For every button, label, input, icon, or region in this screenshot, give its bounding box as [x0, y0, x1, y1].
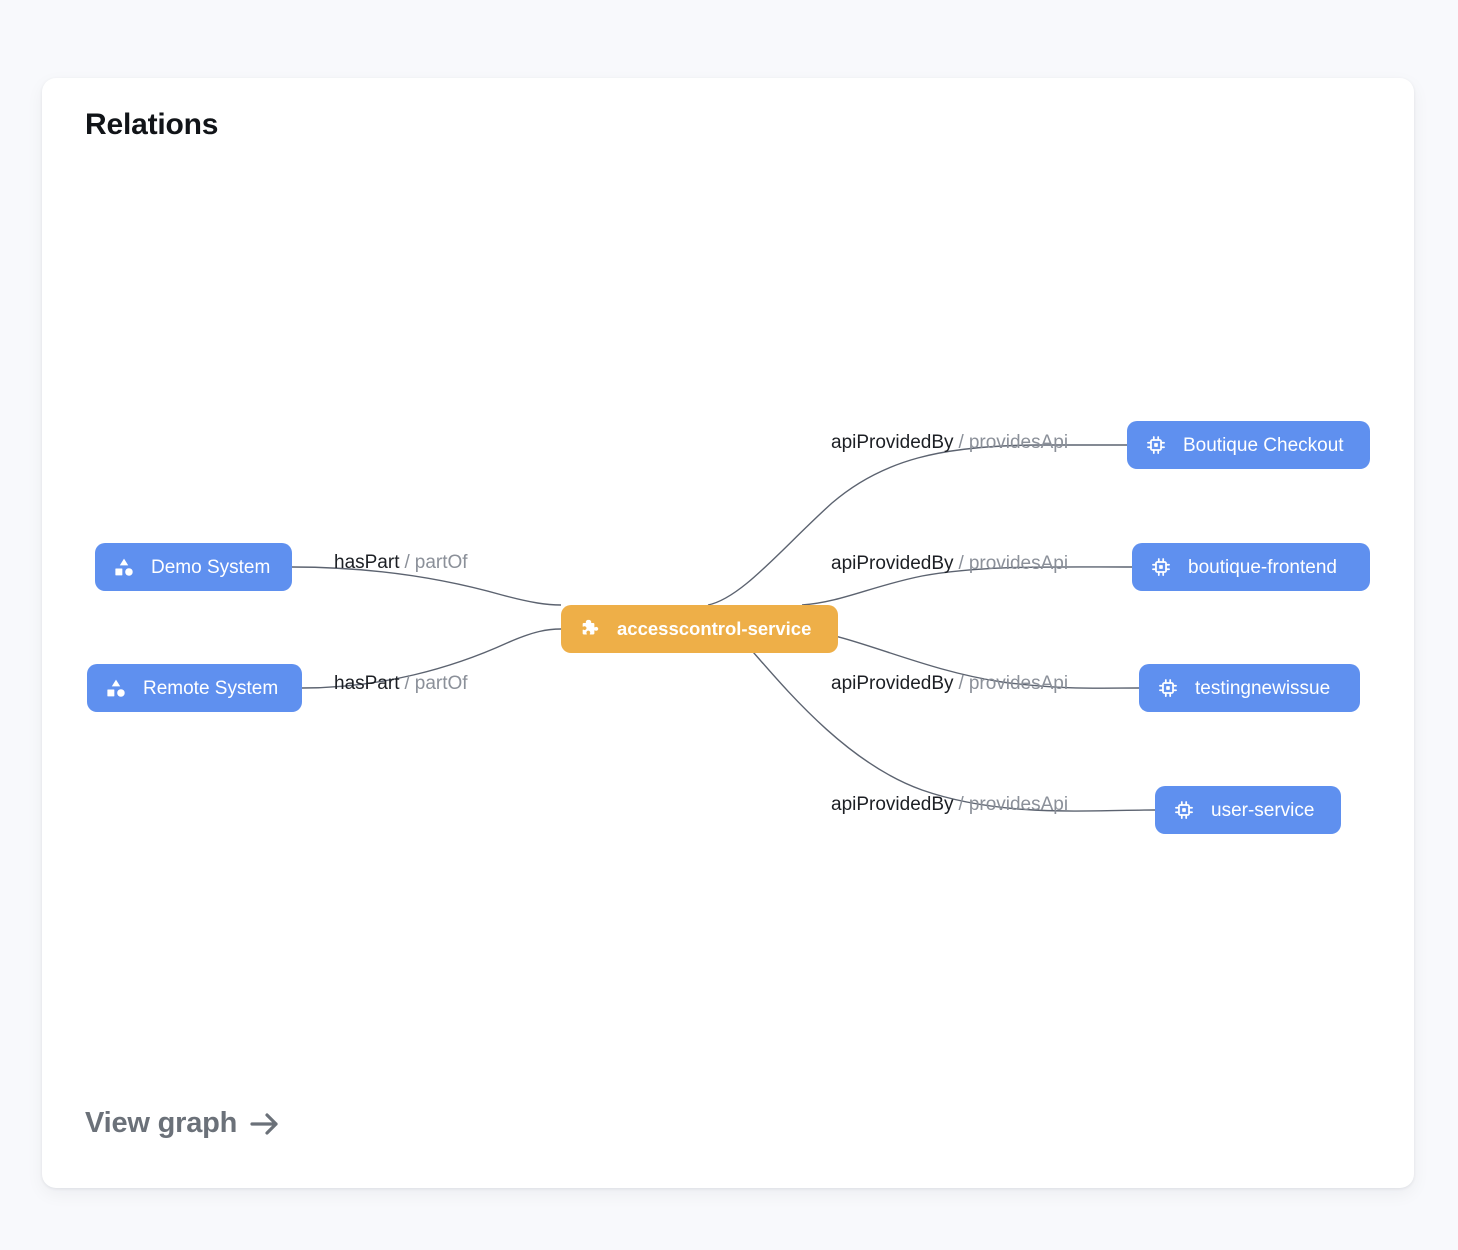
relation-forward-label: apiProvidedBy — [831, 673, 954, 694]
graph-node-label: accesscontrol-service — [617, 617, 812, 639]
page-title: Relations — [85, 108, 219, 141]
relation-reverse-label: partOf — [414, 552, 468, 573]
relation-separator: / — [958, 432, 964, 453]
graph-node-label: testingnewissue — [1195, 677, 1331, 699]
relation-forward-label: apiProvidedBy — [831, 432, 954, 453]
graph-node-user-service[interactable]: user-service — [1155, 786, 1341, 834]
relation-forward-label: apiProvidedBy — [831, 794, 954, 815]
graph-node-remote-system[interactable]: Remote System — [87, 664, 302, 712]
graph-node-label: Demo System — [151, 556, 271, 578]
chip-icon — [1157, 677, 1179, 699]
relation-forward-label: hasPart — [334, 552, 400, 573]
graph-node-testingnewissue[interactable]: testingnewissue — [1139, 664, 1360, 712]
arrow-right-icon — [249, 1110, 281, 1138]
chip-icon — [1173, 799, 1195, 821]
relation-separator: / — [958, 553, 964, 574]
edge-user-service — [731, 628, 1156, 812]
chip-icon — [1150, 556, 1172, 578]
relation-forward-label: apiProvidedBy — [831, 553, 954, 574]
graph-node-accesscontrol-service[interactable]: accesscontrol-service — [561, 605, 838, 653]
shapes-icon — [113, 556, 135, 578]
relation-reverse-label: partOf — [414, 673, 468, 694]
relation-separator: / — [958, 673, 964, 694]
graph-node-boutique-checkout[interactable]: Boutique Checkout — [1127, 421, 1370, 469]
puzzle-piece-icon — [579, 618, 601, 640]
chip-icon — [1145, 434, 1167, 456]
view-graph-link[interactable]: View graph — [85, 1107, 281, 1140]
edge-user-service-label: apiProvidedBy/providesApi — [831, 795, 1068, 814]
relation-reverse-label: providesApi — [968, 432, 1069, 453]
graph-node-label: Remote System — [143, 677, 279, 699]
edge-testingnewissue-label: apiProvidedBy/providesApi — [831, 674, 1068, 693]
graph-node-demo-system[interactable]: Demo System — [95, 543, 293, 591]
edge-boutique-checkout — [707, 444, 1127, 606]
graph-node-label: user-service — [1211, 799, 1315, 821]
view-graph-label: View graph — [85, 1107, 238, 1139]
graph-node-label: Boutique Checkout — [1183, 434, 1344, 456]
edge-remote-system-label: hasPart/partOf — [334, 674, 468, 693]
relation-separator: / — [958, 794, 964, 815]
relation-separator: / — [404, 552, 410, 573]
relation-reverse-label: providesApi — [968, 794, 1069, 815]
graph-node-boutique-frontend[interactable]: boutique-frontend — [1132, 543, 1370, 591]
graph-node-label: boutique-frontend — [1188, 556, 1337, 578]
relation-forward-label: hasPart — [334, 673, 400, 694]
edge-demo-system-label: hasPart/partOf — [334, 553, 468, 572]
relation-reverse-label: providesApi — [968, 553, 1069, 574]
edge-boutique-frontend-label: apiProvidedBy/providesApi — [831, 554, 1068, 573]
relation-separator: / — [404, 673, 410, 694]
shapes-icon — [105, 677, 127, 699]
edge-boutique-checkout-label: apiProvidedBy/providesApi — [831, 433, 1068, 452]
relation-reverse-label: providesApi — [968, 673, 1069, 694]
